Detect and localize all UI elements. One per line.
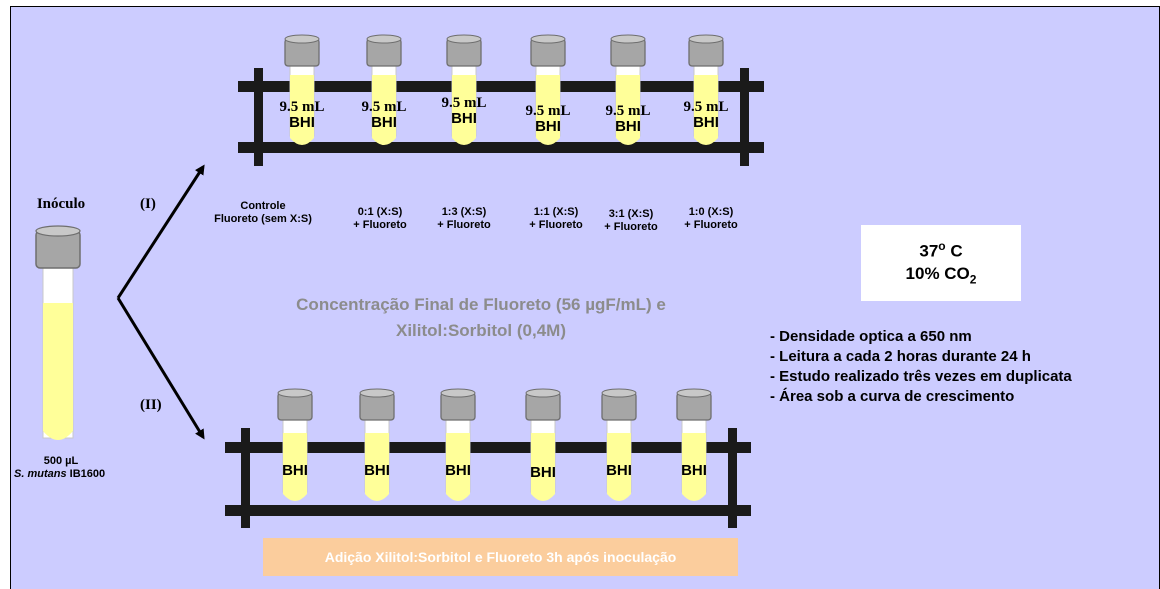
rack-bar-top [238,81,764,92]
incubation-conditions-box: 37o C 10% CO2 [861,225,1021,301]
bottom-tube-label: BHI [606,462,632,479]
tube-medium: BHI [451,110,477,127]
group-label-line2: Fluoreto (sem X:S) [214,213,312,225]
temperature-degree: o [938,239,946,253]
final-concentration: Concentração Final de Fluoreto (56 µgF/m… [236,292,726,344]
procedure-list: - Densidade optica a 650 nm - Leitura a … [770,327,1072,407]
route-2-label: (II) [140,397,162,413]
tube-volume: 9.5 mL [361,99,407,115]
tube-medium: BHI [693,114,719,131]
route-1-label: (I) [140,196,156,212]
bottom-tube-label: BHI [282,462,308,479]
tube-medium: BHI [535,118,561,135]
rack-tube [359,388,395,501]
inoculo-title: Inóculo [36,196,86,212]
inoculo-volume: 500 µL [43,455,79,467]
rack-post-right [740,68,749,166]
tube-volume: 9.5 mL [441,95,487,111]
addition-note: Adição Xilitol:Sorbitol e Fluoreto 3h ap… [263,538,738,576]
temperature-unit: C [945,241,963,261]
temperature-value: 37 [919,241,939,261]
group-label: 0:1 (X:S)+ Fluoreto [320,206,440,232]
rack-post-right [728,428,737,528]
group-label-line2: + Fluoreto [437,219,491,231]
group-label: 1:3 (X:S)+ Fluoreto [404,206,524,232]
final-concentration-line2: Xilitol:Sorbitol (0,4M) [396,321,566,340]
tube-medium: BHI [615,118,641,135]
rack-tube [284,34,320,145]
tube-volume: 9.5 mL [683,99,729,115]
rack-tube [688,34,724,145]
rack-tube [446,34,482,145]
rack-tube [366,34,402,145]
group-label: 3:1 (X:S)+ Fluoreto [571,208,691,234]
inoculo-strain: IB1600 [69,468,106,480]
inoculo-species: S. mutans [14,468,67,480]
procedure-item: - Leitura a cada 2 horas durante 24 h [770,348,1031,365]
rack-bar-top [225,442,751,453]
procedure-item: - Área sob a curva de crescimento [770,388,1015,405]
final-concentration-line1: Concentração Final de Fluoreto (56 µgF/m… [296,295,666,314]
arrow-route-1 [116,164,205,299]
co2-subscript: 2 [969,272,977,287]
group-label-line1: 1:3 (X:S) [441,206,487,218]
rack-tube [277,388,313,501]
co2-prefix: 10% CO [905,263,970,283]
bottom-tube-label: BHI [445,462,471,479]
co2-line: 10% CO2 [861,263,1021,290]
tube-medium: BHI [289,114,315,131]
group-label-line2: + Fluoreto [604,221,658,233]
group-label: 1:0 (X:S)+ Fluoreto [651,206,771,232]
tube-volume: 9.5 mL [605,103,651,119]
procedure-item: - Estudo realizado três vezes em duplica… [770,368,1072,385]
bottom-tube-label: BHI [364,462,390,479]
rack-bar-bottom [225,505,751,516]
bottom-tube-label: BHI [530,464,556,481]
rack-tube [525,388,561,501]
rack-tube [676,388,712,501]
rack-tube [601,388,637,501]
diagram-artwork [35,34,764,528]
bottom-tube-label: BHI [681,462,707,479]
group-label-line1: 1:1 (X:S) [533,206,579,218]
group-label-line1: 1:0 (X:S) [688,206,734,218]
tube-medium: BHI [371,114,397,131]
rack-bar-bottom [238,142,764,153]
group-label: 1:1 (X:S)+ Fluoreto [496,206,616,232]
group-label-line1: 3:1 (X:S) [608,208,654,220]
group-label-line2: + Fluoreto [353,219,407,231]
rack-tube [440,388,476,501]
inoculo-strain-line: S. mutans IB1600 [14,468,144,481]
procedure-item: - Densidade optica a 650 nm [770,328,972,345]
inoculum-tube [35,225,81,440]
tube-volume: 9.5 mL [279,99,325,115]
rack-tube [610,34,646,145]
diagram-stage: Inóculo 500 µL S. mutans IB1600 (I) (II)… [6,0,1160,589]
tube-volume: 9.5 mL [525,103,571,119]
rack-tube [530,34,566,145]
group-label-line1: Controle [240,200,286,212]
temperature-line: 37o C [861,235,1021,263]
group-label-line2: + Fluoreto [684,219,738,231]
rack-post-left [254,68,263,166]
group-label-line1: 0:1 (X:S) [357,206,403,218]
arrow-route-2 [116,297,205,440]
group-label-line2: + Fluoreto [529,219,583,231]
rack-post-left [241,428,250,528]
rack-top [238,34,764,166]
rack-bottom [225,388,751,528]
